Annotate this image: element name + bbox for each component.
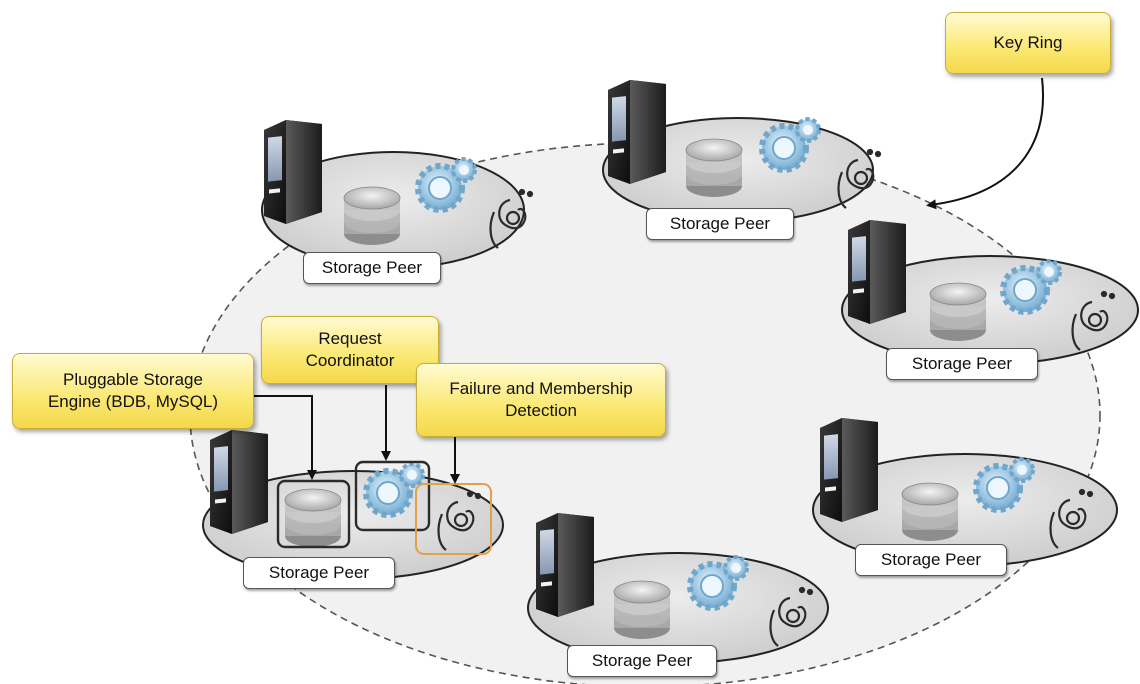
storage-peer-label: Storage Peer [567,645,717,677]
server-icon [820,418,878,522]
storage-peer-label: Storage Peer [886,348,1038,380]
server-icon [848,220,906,324]
server-icon [210,430,268,534]
storage-peer-label: Storage Peer [303,252,441,284]
storage-peer-top-left [261,120,534,269]
storage-peer-label: Storage Peer [646,208,794,240]
arrow-key-ring [926,77,1044,210]
database-icon [613,580,671,640]
failure-detection-highlight [415,483,492,555]
storage-peer-label: Storage Peer [855,544,1007,576]
database-icon [685,138,743,198]
failure-membership-callout: Failure and Membership Detection [416,363,666,437]
key-ring-callout: Key Ring [945,12,1111,74]
database-icon [343,186,401,246]
arrow-storage-engine [252,395,317,480]
request-coordinator-callout: Request Coordinator [261,316,439,384]
server-icon [536,513,594,617]
pluggable-storage-callout: Pluggable Storage Engine (BDB, MySQL) [12,353,254,429]
database-icon [929,282,987,342]
database-icon [901,482,959,542]
database-icon [284,488,342,548]
server-icon [608,80,666,184]
server-icon [264,120,322,224]
storage-peer-top-center [602,80,882,223]
storage-peer-label: Storage Peer [243,557,395,589]
request-coordinator-highlight [354,460,431,532]
storage-engine-highlight [276,479,351,549]
